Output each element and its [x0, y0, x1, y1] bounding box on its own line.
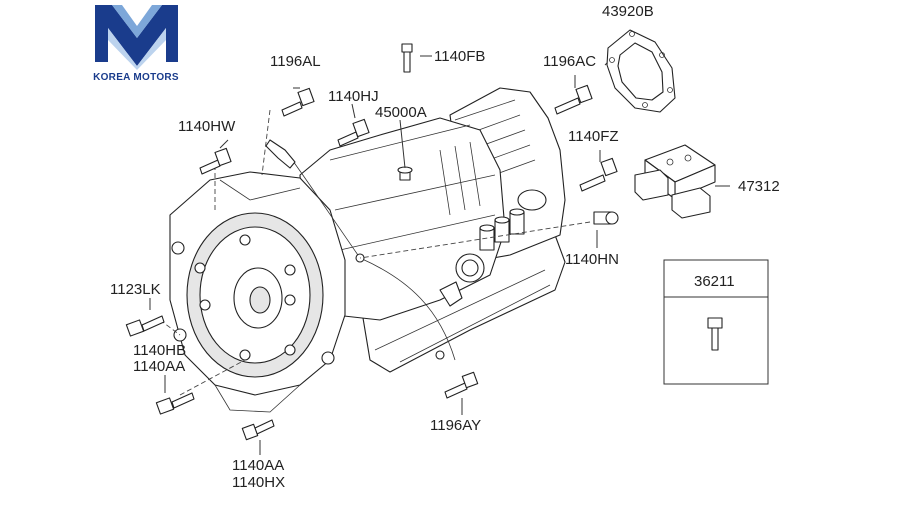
label-1140FB: 1140FB: [434, 48, 485, 65]
bolt-1140FB: [401, 43, 413, 73]
label-47312: 47312: [738, 178, 780, 195]
bolt-1140HN: [593, 211, 619, 225]
gasket-43920B: [606, 29, 676, 113]
label-1196AC: 1196AC: [543, 53, 596, 70]
korea-motors-logo: KOREA MOTORS: [93, 5, 179, 83]
label-1140AA-upper: 1140AA: [133, 358, 185, 375]
label-1196AL: 1196AL: [270, 53, 321, 70]
bolt-1140AA-1140HX: [241, 419, 275, 441]
label-36211: 36211: [694, 273, 735, 290]
label-1140HB: 1140HB: [133, 342, 186, 359]
transmission-assembly: [169, 87, 566, 413]
bolt-1140HJ: [337, 118, 370, 147]
label-1140HJ: 1140HJ: [328, 88, 379, 105]
bolt-1140HB-1140AA: [155, 392, 195, 415]
label-1123LK: 1123LK: [110, 281, 161, 298]
label-1140AA-lower: 1140AA: [232, 457, 284, 474]
inset-36211: [663, 259, 769, 385]
label-1140HN: 1140HN: [565, 251, 619, 268]
bolt-1123LK: [125, 315, 165, 337]
brand-name: KOREA MOTORS: [93, 72, 179, 83]
label-1140FZ: 1140FZ: [568, 128, 619, 145]
bolt-1140HW: [199, 147, 232, 175]
bolt-1140FZ: [579, 157, 618, 192]
bolt-1196AL: [281, 87, 315, 117]
bolt-1196AC: [554, 84, 593, 115]
mount-47312: [634, 144, 716, 219]
label-45000A: 45000A: [375, 104, 427, 121]
label-1140HW: 1140HW: [178, 118, 236, 135]
part-labels: 43920B 1140FB 1196AL 1196AC 1140HJ 45000…: [110, 3, 780, 491]
sensor-connector: [265, 139, 296, 169]
bolt-1196AY: [444, 371, 479, 399]
label-1196AY: 1196AY: [430, 417, 481, 434]
label-1140HX: 1140HX: [232, 474, 285, 491]
label-43920B: 43920B: [602, 3, 654, 20]
